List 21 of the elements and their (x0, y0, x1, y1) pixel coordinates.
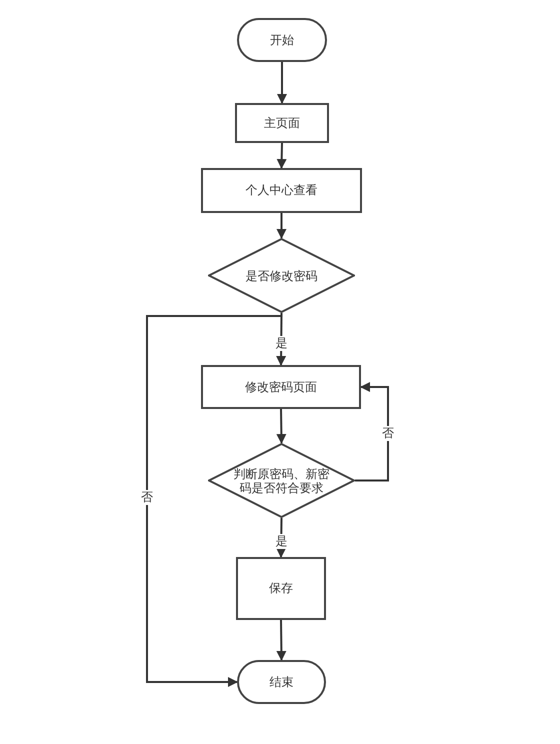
arrow (276, 142, 287, 169)
process-box: 保存 (236, 557, 326, 620)
decision-diamond (208, 443, 355, 518)
process-box: 个人中心查看 (201, 168, 362, 213)
decision-label: 是否修改密码 (246, 268, 318, 282)
edge-label: 是 (274, 336, 288, 350)
decision-diamond (208, 238, 355, 313)
arrow (276, 408, 286, 444)
arrow (355, 382, 389, 482)
arrow (276, 213, 286, 239)
decision-label: 判断原密码、新密码是否符合要求 (232, 466, 330, 494)
process-box: 修改密码页面 (201, 365, 361, 409)
arrow (276, 620, 286, 661)
edge-label: 否 (381, 426, 395, 442)
edge-label: 否 (140, 490, 154, 505)
process-box: 主页面 (235, 103, 329, 143)
arrow (277, 62, 287, 104)
terminal-box: 开始 (237, 18, 327, 62)
terminal-box: 结束 (237, 660, 326, 704)
arrow (146, 312, 282, 687)
edge-label: 是 (274, 534, 288, 549)
